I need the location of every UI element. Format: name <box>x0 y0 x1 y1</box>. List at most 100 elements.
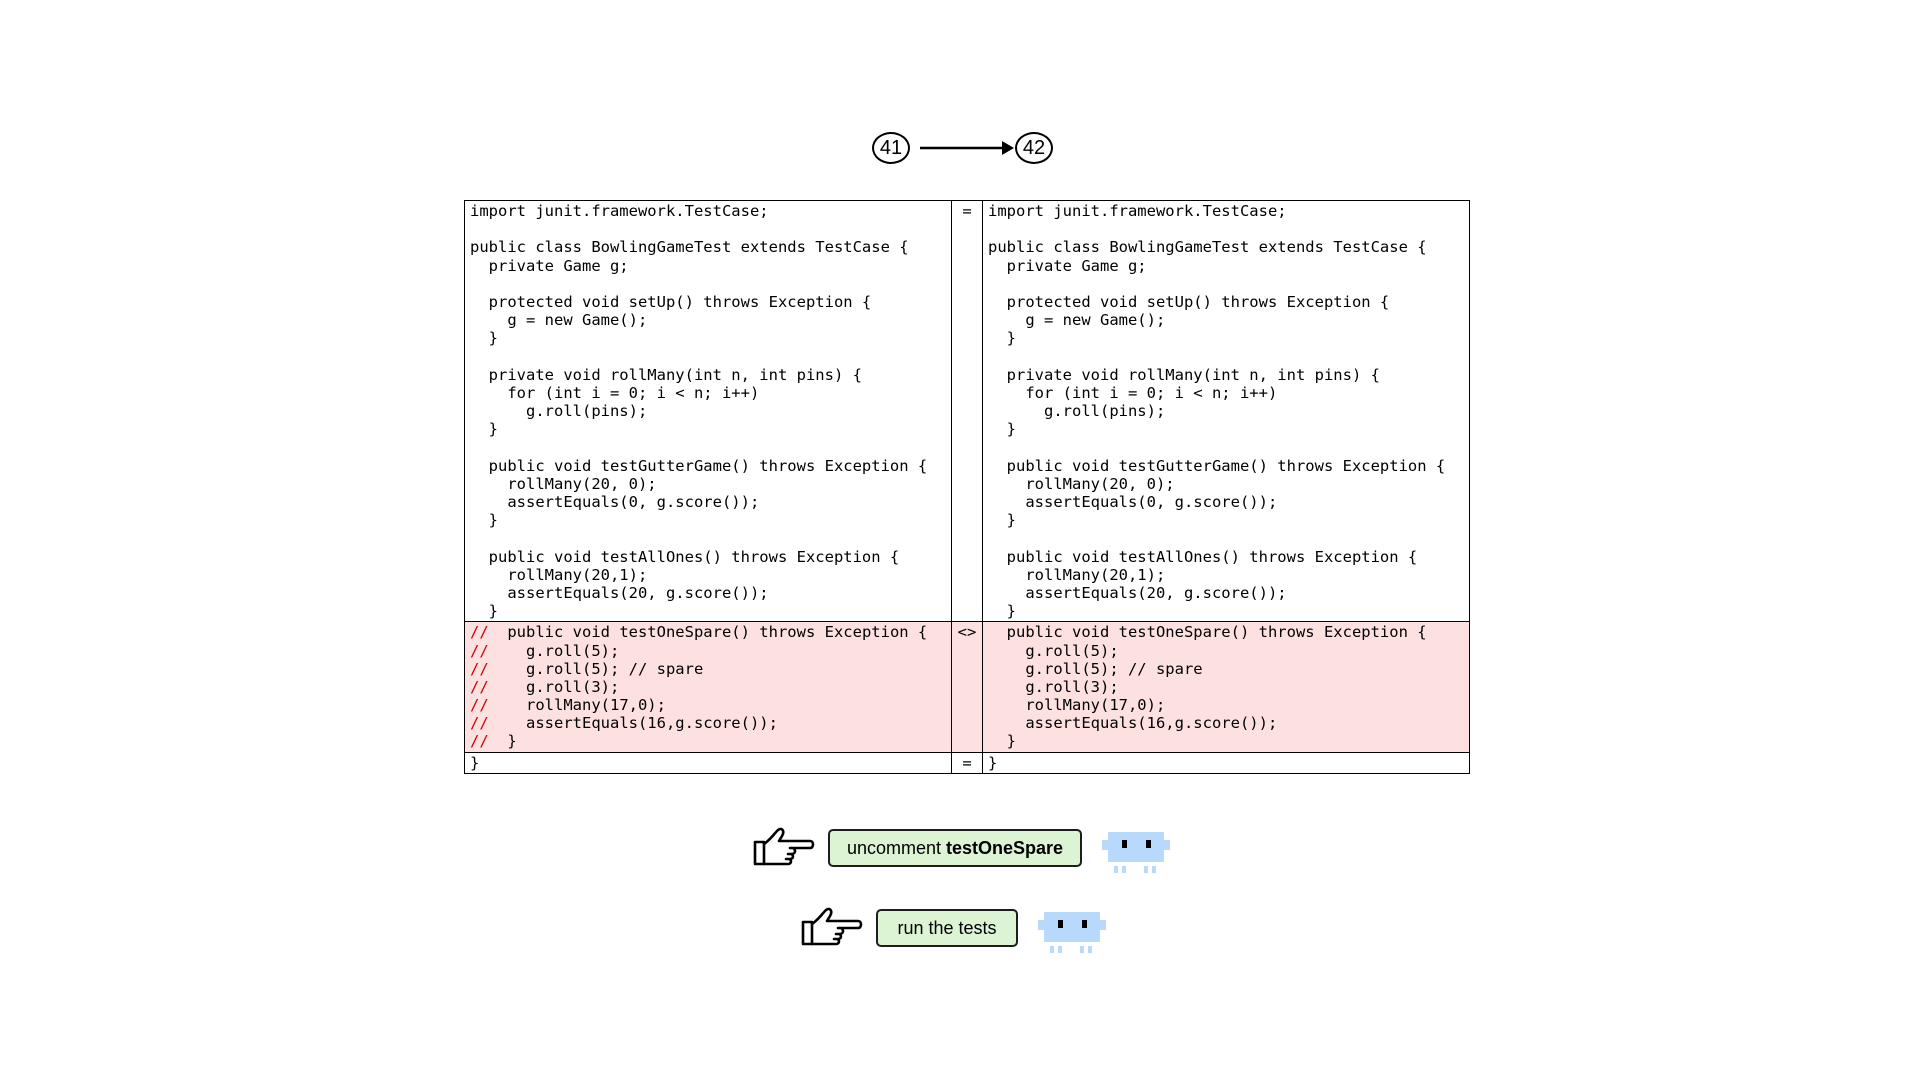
code-line: g.roll(3); <box>988 677 1119 696</box>
code-line: public void testGutterGame() throws Exce… <box>988 456 1446 475</box>
code-text: assertEquals(16,g.score()); <box>488 714 778 733</box>
action-text: run the tests <box>897 917 997 938</box>
code-text: } <box>470 753 480 772</box>
code-text: } <box>488 732 517 751</box>
code-text: rollMany(20, 0); <box>470 474 657 493</box>
arrow-right-icon <box>920 141 1014 155</box>
code-line: public void testAllOnes() throws Excepti… <box>470 548 951 566</box>
code-line: g = new Game(); <box>988 311 1166 330</box>
step-from-circle: 41 <box>872 132 910 164</box>
code-line: g.roll(pins); <box>988 402 1166 421</box>
diff-right-pane: import junit.framework.TestCase;public c… <box>983 201 1469 621</box>
code-text: } <box>470 420 498 439</box>
code-line <box>470 438 951 456</box>
code-text: private void rollMany(int n, int pins) { <box>470 365 862 384</box>
code-line: public void testAllOnes() throws Excepti… <box>988 547 1418 566</box>
code-text: g.roll(5); <box>488 641 620 660</box>
code-line <box>988 275 1469 293</box>
code-line <box>988 220 1469 238</box>
comment-marker: // <box>470 714 489 733</box>
code-text: } <box>470 329 498 348</box>
code-line: private Game g; <box>470 257 951 275</box>
code-line: public void testGutterGame() throws Exce… <box>470 457 951 475</box>
code-line: for (int i = 0; i < n; i++) <box>988 383 1278 402</box>
robot-icon <box>1038 912 1106 953</box>
code-text: protected void setUp() throws Exception … <box>470 292 872 311</box>
code-line: } <box>470 420 951 438</box>
code-text: rollMany(20,1); <box>470 565 648 584</box>
code-text: public void testGutterGame() throws Exce… <box>470 456 928 475</box>
code-line: protected void setUp() throws Exception … <box>988 292 1390 311</box>
diff-right-pane: public void testOneSpare() throws Except… <box>983 622 1469 751</box>
code-line: import junit.framework.TestCase; <box>470 202 951 220</box>
code-line: // g.roll(5); // spare <box>470 660 951 678</box>
code-text: g.roll(3); <box>488 677 620 696</box>
code-line: assertEquals(20, g.score()); <box>988 583 1287 602</box>
code-line: g.roll(pins); <box>470 402 951 420</box>
code-text: } <box>470 602 498 621</box>
diff-block-same: import junit.framework.TestCase; public c… <box>465 201 1469 622</box>
code-text: public void testAllOnes() throws Excepti… <box>470 547 900 566</box>
diff-block-same: }=} <box>465 751 1469 773</box>
code-line: } <box>470 754 951 772</box>
code-line: public class BowlingGameTest extends Tes… <box>470 238 951 256</box>
code-line: rollMany(20,1); <box>470 566 951 584</box>
code-text: import junit.framework.TestCase; <box>470 202 769 220</box>
code-line: public void testOneSpare() throws Except… <box>988 623 1427 642</box>
code-line: } <box>988 329 1016 348</box>
code-line: g = new Game(); <box>470 311 951 329</box>
comment-marker: // <box>470 659 489 678</box>
comment-marker: // <box>470 623 489 642</box>
code-line: } <box>470 329 951 347</box>
code-text: public class BowlingGameTest extends Tes… <box>470 238 909 257</box>
code-line: // assertEquals(16,g.score()); <box>470 714 951 732</box>
action-target: testOneSpare <box>946 837 1064 858</box>
code-line: // } <box>470 732 951 750</box>
diff-left-pane: } <box>465 753 951 773</box>
action-run-tests: run the tests <box>800 906 1140 953</box>
pointing-hand-icon <box>753 827 815 866</box>
pointing-hand-icon <box>801 907 863 946</box>
code-line: private void rollMany(int n, int pins) { <box>470 366 951 384</box>
code-line: // public void testOneSpare() throws Exc… <box>470 623 951 641</box>
code-line <box>470 348 951 366</box>
code-line <box>988 348 1469 366</box>
code-line: private void rollMany(int n, int pins) { <box>988 365 1380 384</box>
code-line: } <box>988 511 1016 530</box>
code-line: public class BowlingGameTest extends Tes… <box>988 238 1427 257</box>
code-line: } <box>988 420 1016 439</box>
code-text: g.roll(5); // spare <box>488 659 704 678</box>
diff-left-pane: // public void testOneSpare() throws Exc… <box>465 622 951 751</box>
comment-marker: // <box>470 641 489 660</box>
code-line: rollMany(20, 0); <box>988 474 1175 493</box>
code-text: private Game g; <box>470 256 629 275</box>
diff-left-pane: import junit.framework.TestCase; public c… <box>465 201 951 621</box>
code-line: rollMany(20,1); <box>988 565 1166 584</box>
code-line <box>470 529 951 547</box>
step-indicator: 41 42 <box>872 132 1062 168</box>
code-line <box>988 438 1469 456</box>
code-line: // rollMany(17,0); <box>470 696 951 714</box>
code-line <box>470 220 951 238</box>
code-text: assertEquals(0, g.score()); <box>470 493 760 511</box>
step-to-circle: 42 <box>1015 132 1053 164</box>
code-line: } <box>988 732 1016 751</box>
code-line: g.roll(5); <box>988 641 1119 660</box>
code-line: assertEquals(16,g.score()); <box>988 714 1278 733</box>
code-line: private Game g; <box>988 256 1147 275</box>
code-line: // g.roll(5); <box>470 642 951 660</box>
run-tests-label: run the tests <box>876 909 1018 947</box>
code-text: rollMany(17,0); <box>488 696 666 715</box>
code-text: for (int i = 0; i < n; i++) <box>470 383 760 402</box>
code-line: assertEquals(0, g.score()); <box>470 493 951 511</box>
code-line: } <box>988 602 1016 621</box>
code-line <box>470 275 951 293</box>
code-line: } <box>470 602 951 620</box>
comment-marker: // <box>470 677 489 696</box>
code-line <box>988 529 1469 547</box>
diff-marker: <> <box>951 622 983 752</box>
action-text: uncomment <box>846 837 941 858</box>
code-line: } <box>988 753 998 772</box>
code-line: for (int i = 0; i < n; i++) <box>470 384 951 402</box>
